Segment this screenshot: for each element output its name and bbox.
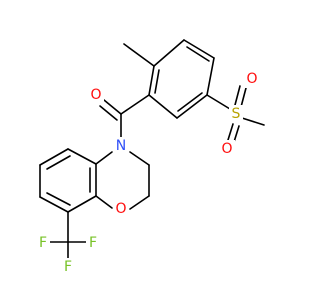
bond [129,151,150,166]
molecule-structure: O N O S O O F F F [36,39,265,276]
bond [67,148,97,165]
upper-benzene-ring [148,39,215,119]
methyl-bond [123,43,155,67]
atom-background [36,234,50,252]
ring-oxygen-label: O [115,201,126,217]
carbonyl-oxygen-label: O [90,87,101,103]
bond [120,94,150,115]
bond [95,195,113,209]
bond [39,148,69,166]
fluorine-bottom-label: F [64,259,72,275]
bond [154,69,160,94]
bond [46,155,71,170]
sulfur-methyl-bond [241,117,265,126]
sulfonyl-bond-bottom-a [227,123,234,141]
bond [176,94,208,119]
bond [186,46,210,62]
atom-background [113,200,129,218]
atom-background [61,258,75,276]
carbonyl-double-bond-a [103,99,122,115]
atom-background [244,70,260,88]
sulfonyl-oxygen-bottom-label: O [221,141,232,157]
bond [129,195,150,210]
molecule-canvas: O N O S O O F F F [36,39,265,276]
sulfonyl-oxygen-top-label: O [246,71,257,87]
bond [148,65,155,96]
sulfonyl-bond-top-a [240,87,247,108]
bond [183,39,215,59]
aryl-sulfur-bond [206,94,231,110]
ring-nitrogen-label: N [116,138,126,154]
bond [153,39,185,67]
bond [95,151,113,165]
bond [177,92,203,112]
fluorine-right-label: F [89,235,97,251]
bond [39,196,69,213]
sulfonyl-bond-top-b [234,85,241,106]
fluorine-left-label: F [39,235,47,251]
carbonyl-double-bond-b [99,105,118,121]
sulfur-label: S [232,106,241,122]
bond [46,192,71,206]
atom-background [229,105,243,123]
atom-background [113,137,129,155]
sulfonyl-bond-bottom-b [233,125,240,143]
atom-background [219,140,235,158]
bond [206,57,215,96]
bond [67,195,97,213]
atom-background [88,86,104,104]
lower-benzene-ring [39,148,97,213]
bond [148,94,178,119]
atom-background [86,234,100,252]
